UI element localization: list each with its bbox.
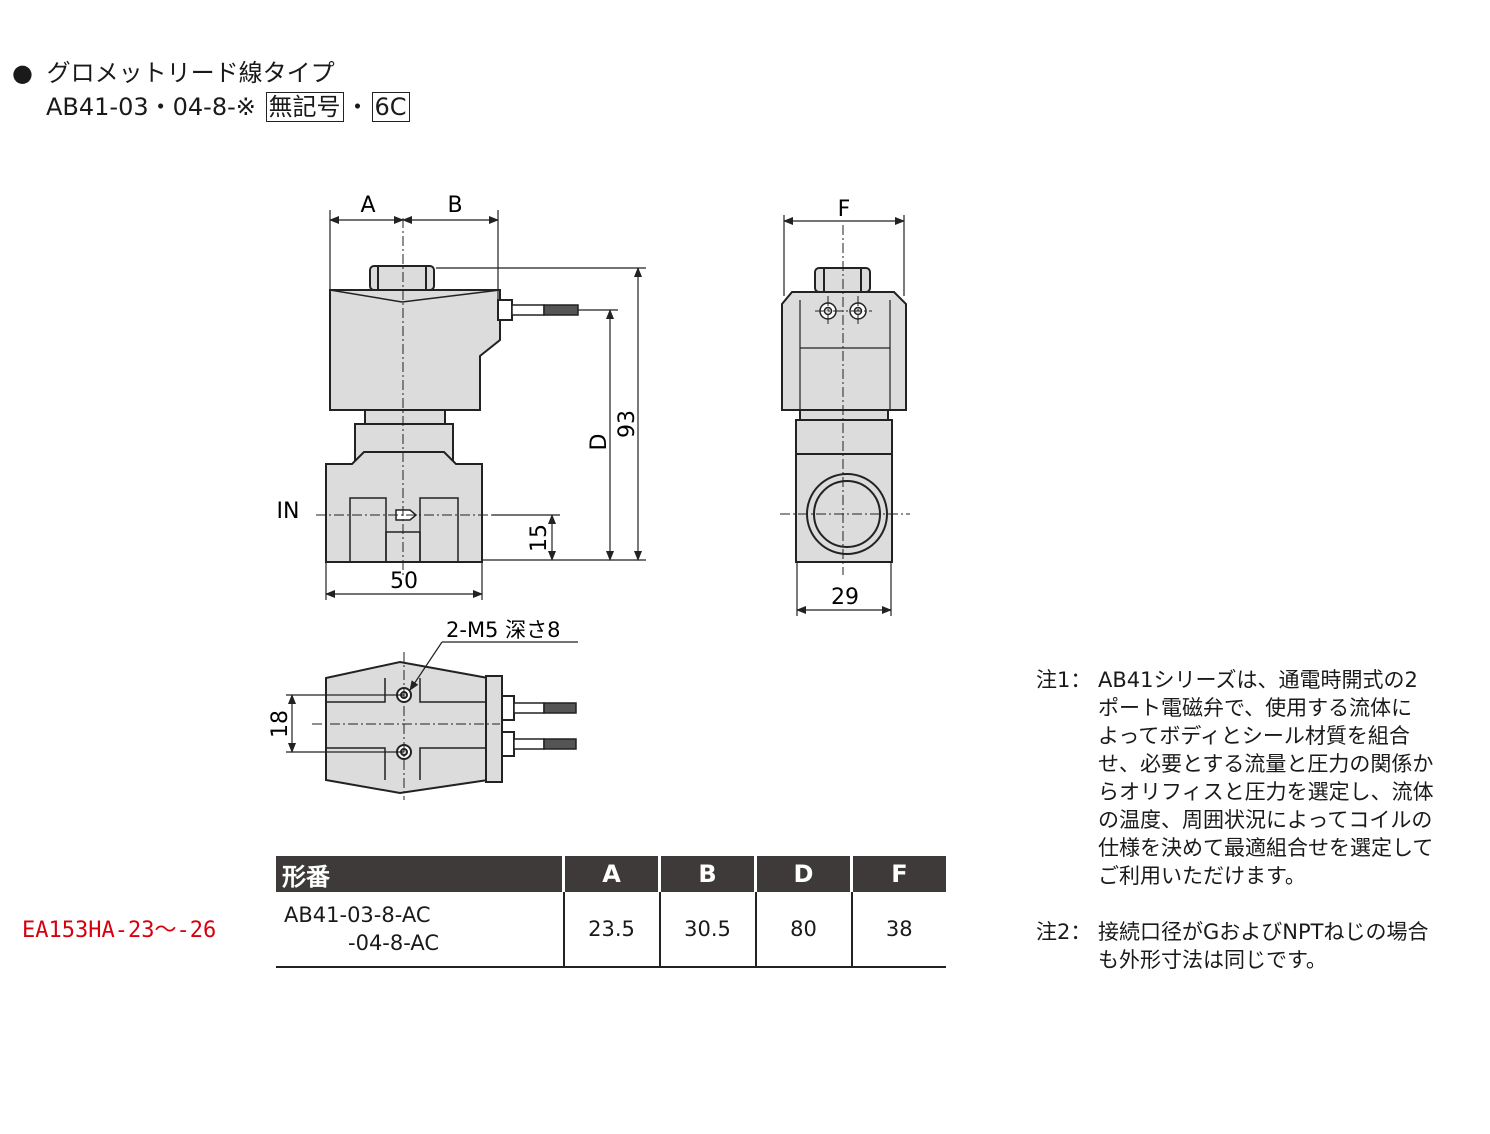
option-box-1: 無記号 [265, 92, 344, 122]
part-code-label: EA153HA-23～-26 [22, 918, 217, 943]
dim-label-f: F [838, 197, 851, 222]
note-1-line: AB41シリーズは、通電時開式の2 [1098, 668, 1418, 692]
front-dimensions [325, 210, 646, 600]
table-row: AB41-03-8-AC -04-8-AC 23.5 30.5 80 38 [276, 892, 946, 968]
header-d: D [754, 856, 852, 892]
top-centerlines [312, 652, 500, 800]
dim-label-18: 18 [268, 710, 293, 738]
top-view [325, 660, 577, 795]
section-heading: ● グロメットリード線タイプ [12, 58, 335, 88]
note-1-line: よってボディとシール材質を組合 [1098, 724, 1410, 748]
cell-a: 23.5 [562, 892, 660, 968]
note-2-label: 注2： [1036, 920, 1092, 944]
side-bonnet [795, 419, 893, 455]
side-view [781, 267, 907, 563]
note-2: 注2： 接続口径がGおよびNPTねじの場合 も外形寸法は同じです。 [1036, 918, 1466, 978]
note-1: 注1： AB41シリーズは、通電時開式の2 ポート電磁弁で、使用する流体に よっ… [1036, 666, 1466, 896]
technical-drawing: A B IN 50 D 93 15 F 2 [268, 193, 910, 800]
dim-label-93: 93 [615, 410, 640, 438]
note-1-line: ポート電磁弁で、使用する流体に [1098, 696, 1413, 720]
side-coil [781, 291, 907, 411]
bullet-icon: ● [12, 59, 33, 87]
side-dimensions [783, 215, 905, 616]
dim-label-15: 15 [527, 524, 552, 552]
note-1-body: AB41シリーズは、通電時開式の2 ポート電磁弁で、使用する流体に よってボディ… [1098, 666, 1434, 890]
model-line-2: -04-8-AC [348, 931, 440, 955]
header-a: A [562, 856, 660, 892]
note-2-line: も外形寸法は同じです。 [1098, 948, 1327, 972]
cell-b: 30.5 [658, 892, 756, 968]
top-coil-end [485, 675, 503, 783]
top-body [325, 660, 489, 795]
front-nut [369, 265, 435, 291]
header-model: 形番 [276, 856, 564, 892]
note-1-line: らオリフィスと圧力を選定し、流体 [1098, 780, 1434, 804]
dim-label-a: A [360, 193, 375, 218]
model-line: AB41-03・04-8-※ 無記号・6C [46, 92, 412, 122]
note-1-label: 注1： [1036, 668, 1092, 692]
heading-title: グロメットリード線タイプ [46, 59, 335, 87]
dim-label-in: IN [277, 499, 300, 524]
dim-label-m5: 2-M5 深さ8 [446, 618, 560, 642]
header-f: F [850, 856, 946, 892]
option-separator: ・ [345, 93, 370, 121]
dim-label-29: 29 [831, 585, 859, 610]
note-2-body: 接続口径がGおよびNPTねじの場合 も外形寸法は同じです。 [1098, 918, 1428, 974]
dim-label-b: B [447, 193, 462, 218]
note-1-line: ご利用いただけます。 [1098, 864, 1306, 888]
note-1-line: 仕様を決めて最適組合せを選定して [1098, 836, 1434, 860]
dim-label-50: 50 [390, 569, 418, 594]
dim-label-d: D [587, 434, 612, 451]
front-view [325, 265, 579, 563]
note-1-line: の温度、周囲状況によってコイルの [1098, 808, 1433, 832]
header-b: B [658, 856, 756, 892]
front-centerlines [316, 218, 492, 575]
model-prefix: AB41-03・04-8-※ [46, 93, 256, 121]
front-body [325, 451, 483, 563]
top-dimensions [286, 641, 578, 753]
model-line-1: AB41-03-8-AC [284, 903, 431, 927]
front-bonnet-upper [364, 409, 446, 425]
note-1-line: せ、必要とする流量と圧力の関係か [1098, 752, 1434, 776]
spec-table-header: 形番 A B D F [276, 856, 946, 892]
side-centerlines [780, 225, 910, 575]
note-2-line: 接続口径がGおよびNPTねじの場合 [1098, 920, 1429, 944]
cell-model: AB41-03-8-AC -04-8-AC [276, 892, 564, 968]
front-coil [329, 289, 501, 411]
cell-d: 80 [754, 892, 852, 968]
spec-table: 形番 A B D F AB41-03-8-AC -04-8-AC 23.5 30… [276, 856, 946, 968]
option-box-2: 6C [371, 92, 410, 122]
cell-f: 38 [850, 892, 946, 968]
front-lead-grommet [497, 299, 513, 321]
